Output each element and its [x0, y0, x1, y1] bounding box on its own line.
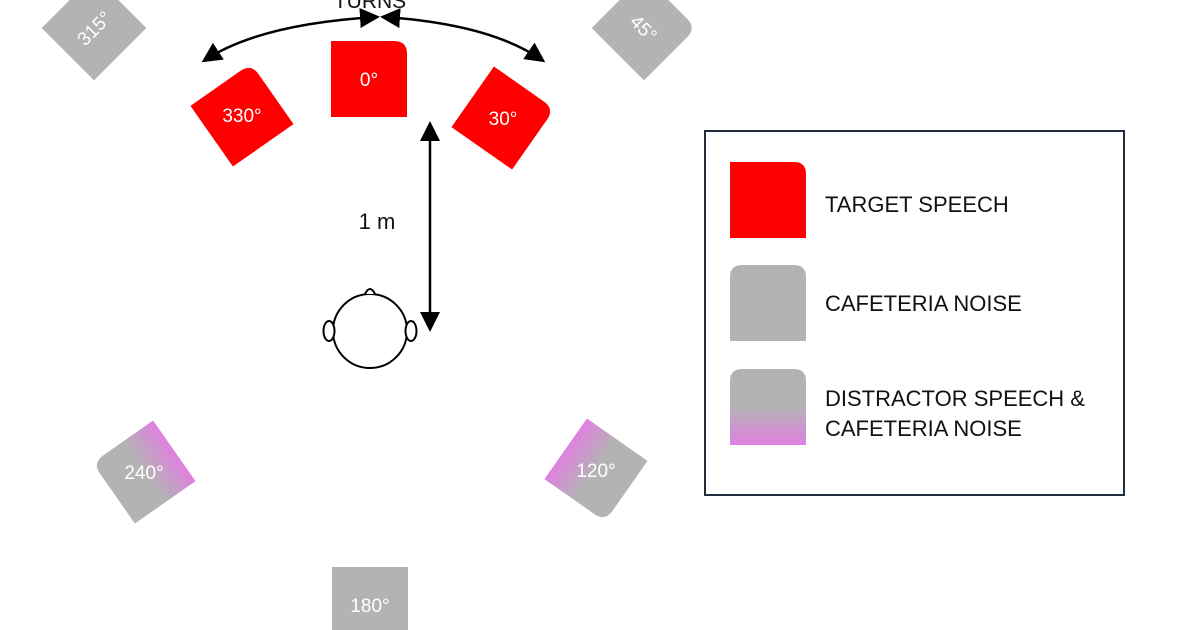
turn-arc-right [380, 8, 546, 63]
legend-item-distractor: DISTRACTOR SPEECH & CAFETERIA NOISE [730, 369, 1085, 445]
legend: TARGET SPEECH CAFETERIA NOISE DISTRACTOR… [704, 130, 1125, 496]
speaker-315: 315° [41, 0, 147, 81]
speaker-30: 30° [451, 66, 551, 170]
speaker-120: 120° [544, 418, 648, 518]
speaker-0: 0° [331, 41, 407, 117]
speaker-330: 330° [190, 67, 294, 167]
turn-arc-left [201, 7, 380, 63]
legend-item-noise: CAFETERIA NOISE [730, 265, 1022, 341]
speaker-45: 45° [591, 0, 692, 81]
legend-label-distractor-line2: CAFETERIA NOISE [825, 416, 1022, 441]
speaker-330-label: 330° [222, 106, 261, 127]
speaker-180: 180° [332, 567, 408, 630]
speaker-240: 240° [96, 420, 196, 524]
legend-label-distractor-line1: DISTRACTOR SPEECH & [825, 386, 1085, 411]
listener-head-icon [322, 288, 418, 369]
legend-label-noise: CAFETERIA NOISE [825, 291, 1022, 316]
legend-item-target: TARGET SPEECH [730, 162, 1009, 238]
speaker-180-label: 180° [350, 596, 389, 617]
speaker-240-label: 240° [124, 463, 163, 484]
distance-label: 1 m [359, 209, 396, 234]
speaker-30-label: 30° [489, 109, 518, 130]
turns-label: TURNS [334, 0, 406, 13]
legend-label-target: TARGET SPEECH [825, 192, 1009, 217]
speaker-120-label: 120° [576, 461, 615, 482]
speaker-0-label: 0° [360, 70, 378, 91]
